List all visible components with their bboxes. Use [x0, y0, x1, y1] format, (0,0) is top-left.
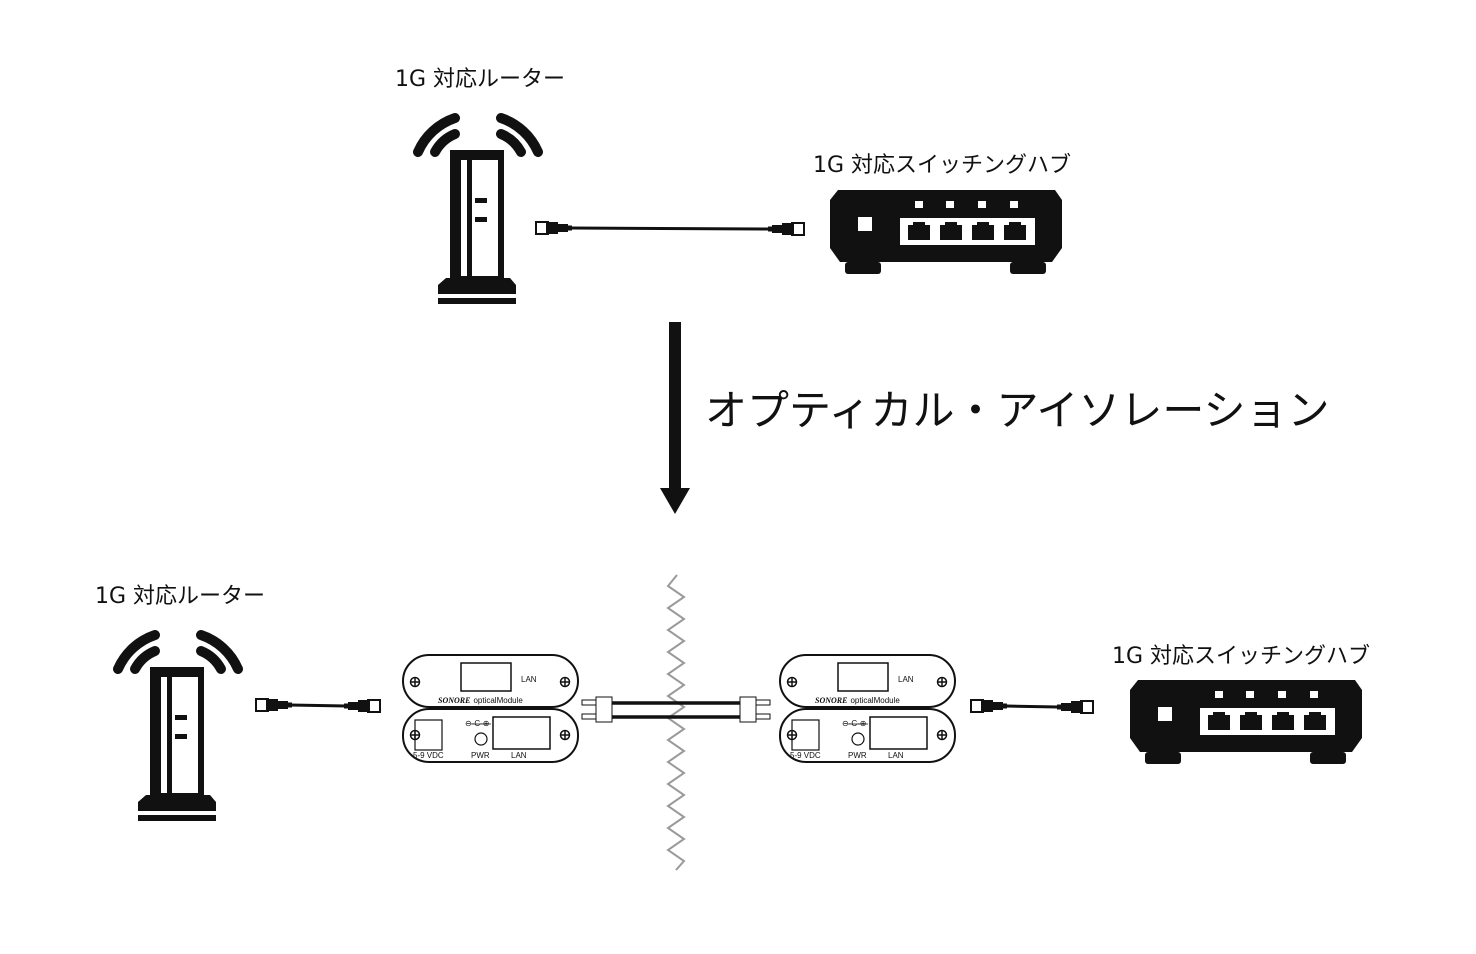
module-lan-label: LAN	[888, 751, 904, 760]
transition-label: オプティカル・アイソレーション	[705, 386, 1330, 435]
bottom-router-label: 1G 対応ルーター	[95, 584, 265, 609]
dc-symbol: ⊖-C-⊕	[465, 719, 490, 728]
switch-icon	[830, 190, 1062, 274]
top-ethernet-cable	[535, 221, 805, 236]
router-icon	[118, 635, 238, 821]
bottom-ethernet-cable-right	[970, 699, 1094, 714]
module-lan-port-label: LAN	[898, 675, 914, 684]
bottom-switch-label: 1G 対応スイッチングハブ	[1112, 644, 1370, 669]
ethernet-plug-icon	[970, 699, 1008, 713]
bottom-router	[118, 635, 238, 821]
optical-module-icon	[779, 654, 956, 763]
module-lan-label: LAN	[511, 751, 527, 760]
module-lan-port-label: LAN	[521, 675, 537, 684]
ethernet-plug-icon	[767, 222, 805, 236]
module-pwr-label: PWR	[848, 751, 867, 760]
top-switch-label: 1G 対応スイッチングハブ	[813, 153, 1071, 178]
router-icon	[418, 118, 538, 304]
module-power-label: 5-9 VDC	[413, 751, 444, 760]
bottom-ethernet-cable-left	[255, 698, 381, 713]
top-router	[418, 118, 538, 304]
isolation-boundary-line	[666, 574, 686, 871]
arrow-down-icon	[660, 322, 690, 514]
module-pwr-label: PWR	[471, 751, 490, 760]
module-power-label: 5-9 VDC	[790, 751, 821, 760]
dc-symbol: ⊖-C-⊕	[842, 719, 867, 728]
ethernet-plug-icon	[343, 699, 381, 713]
optical-module-icon	[402, 654, 579, 763]
switch-icon	[1130, 680, 1362, 764]
fiber-cable-icon	[581, 696, 771, 723]
bottom-switch	[1130, 680, 1362, 764]
ethernet-plug-icon	[535, 221, 573, 235]
top-switch	[830, 190, 1062, 274]
ethernet-plug-icon	[1056, 700, 1094, 714]
top-router-label: 1G 対応ルーター	[395, 67, 565, 92]
ethernet-plug-icon	[255, 698, 293, 712]
